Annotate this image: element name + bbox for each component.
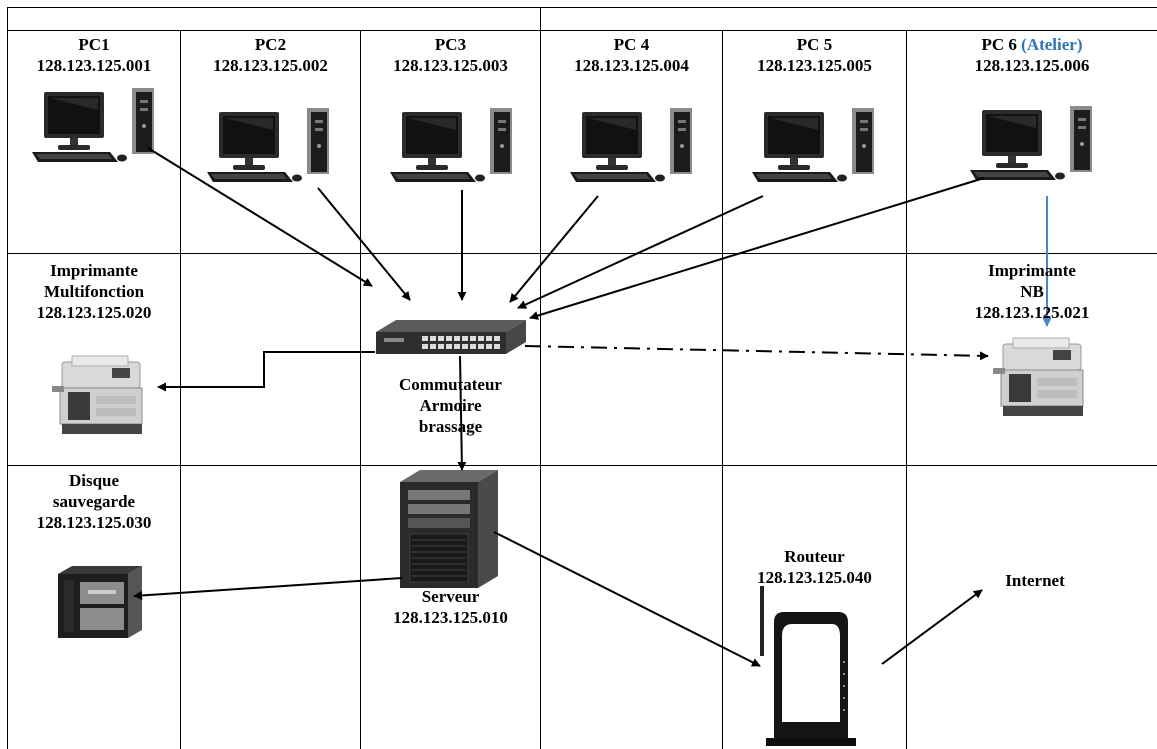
network-switch-icon bbox=[376, 320, 526, 354]
pc1-icon bbox=[32, 88, 154, 162]
link-server-disk bbox=[133, 577, 403, 600]
pc4-name: PC 4 bbox=[613, 35, 650, 54]
backup-disk-line2: sauvegarde bbox=[52, 492, 136, 511]
nas-disk-icon bbox=[58, 566, 142, 638]
link-pc4-switch bbox=[509, 195, 599, 303]
link-switch-server bbox=[457, 355, 467, 471]
pc1-label: PC1 128.123.125.001 bbox=[8, 34, 180, 76]
printer-nb-icon bbox=[992, 337, 1084, 417]
backup-disk-label: Disque sauvegarde 128.123.125.030 bbox=[8, 470, 180, 533]
pc5-name: PC 5 bbox=[796, 35, 833, 54]
pc3-label: PC3 128.123.125.003 bbox=[361, 34, 540, 76]
pc6-icon bbox=[970, 106, 1092, 180]
pc5-label: PC 5 128.123.125.005 bbox=[723, 34, 906, 76]
pc5-ip: 128.123.125.005 bbox=[757, 56, 872, 75]
pc6-note: (Atelier) bbox=[1021, 35, 1083, 54]
link-server-router bbox=[493, 531, 761, 667]
printer-mf-label: Imprimante Multifonction 128.123.125.020 bbox=[8, 260, 180, 323]
server-ip: 128.123.125.010 bbox=[393, 608, 508, 627]
router-name: Routeur bbox=[784, 547, 845, 566]
switch-label: Commutateur Armoire brassage bbox=[361, 374, 540, 437]
switch-line1: Commutateur bbox=[399, 375, 502, 394]
link-switch-printer-mf bbox=[157, 351, 375, 392]
switch-line3: brassage bbox=[418, 417, 483, 436]
pc3-icon bbox=[390, 108, 512, 182]
link-pc5-switch bbox=[517, 195, 764, 309]
printer-nb-line1: Imprimante bbox=[988, 261, 1076, 280]
link-pc6-switch bbox=[529, 177, 985, 320]
pc3-ip: 128.123.125.003 bbox=[393, 56, 508, 75]
server-label: Serveur 128.123.125.010 bbox=[361, 586, 540, 628]
pc2-name: PC2 bbox=[254, 35, 287, 54]
router-ip: 128.123.125.040 bbox=[757, 568, 872, 587]
printer-nb-label: Imprimante NB 128.123.125.021 bbox=[907, 260, 1157, 323]
printer-mf-ip: 128.123.125.020 bbox=[36, 303, 152, 322]
backup-disk-line1: Disque bbox=[68, 471, 120, 490]
printer-mf-line2: Multifonction bbox=[43, 282, 145, 301]
pc6-name: PC 6 bbox=[981, 35, 1017, 54]
pc2-icon bbox=[207, 108, 329, 182]
internet-name: Internet bbox=[1005, 571, 1065, 590]
server-name: Serveur bbox=[421, 587, 480, 606]
pc4-ip: 128.123.125.004 bbox=[574, 56, 689, 75]
pc6-ip: 128.123.125.006 bbox=[974, 56, 1090, 75]
printer-mf-icon bbox=[51, 355, 143, 435]
pc3-name: PC3 bbox=[434, 35, 467, 54]
wifi-router-icon bbox=[760, 586, 856, 746]
link-pc2-switch bbox=[317, 187, 411, 301]
switch-line2: Armoire bbox=[419, 396, 482, 415]
pc4-label: PC 4 128.123.125.004 bbox=[541, 34, 722, 76]
link-pc1-switch bbox=[147, 147, 373, 287]
backup-disk-ip: 128.123.125.030 bbox=[36, 513, 152, 532]
printer-nb-line2: NB bbox=[1020, 282, 1044, 301]
link-switch-printer-nb bbox=[524, 345, 989, 361]
link-router-internet bbox=[881, 589, 983, 665]
tower-server-icon bbox=[399, 469, 499, 589]
pc2-ip: 128.123.125.002 bbox=[213, 56, 328, 75]
pc2-label: PC2 128.123.125.002 bbox=[181, 34, 360, 76]
printer-mf-line1: Imprimante bbox=[50, 261, 138, 280]
router-label: Routeur 128.123.125.040 bbox=[723, 546, 906, 588]
printer-nb-ip: 128.123.125.021 bbox=[974, 303, 1090, 322]
pc1-ip: 128.123.125.001 bbox=[36, 56, 152, 75]
pc1-name: PC1 bbox=[78, 35, 110, 54]
pc6-label: PC 6 (Atelier) 128.123.125.006 bbox=[907, 34, 1157, 76]
pc4-icon bbox=[570, 108, 692, 182]
pc5-icon bbox=[752, 108, 874, 182]
internet-label: Internet bbox=[980, 570, 1090, 591]
pc6-title: PC 6 (Atelier) bbox=[907, 34, 1157, 55]
